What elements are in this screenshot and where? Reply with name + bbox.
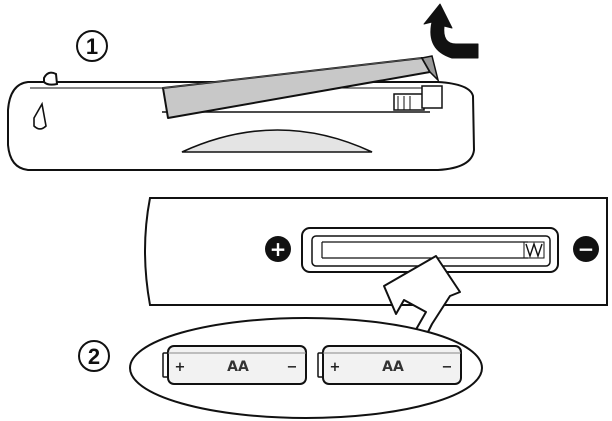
minus-icon: −: [573, 236, 599, 262]
step-2-number: 2: [88, 344, 100, 369]
battery-2-plus: +: [330, 360, 341, 375]
step-2-badge: 2: [78, 340, 110, 372]
bottom-window: [181, 129, 373, 153]
spring-contact-icon: [523, 241, 545, 259]
battery-2-minus: −: [442, 360, 453, 375]
step-1-number: 1: [86, 34, 98, 59]
battery-1-minus: −: [287, 360, 298, 375]
positive-symbol: +: [270, 237, 287, 261]
battery-2-type: AA: [382, 359, 404, 375]
battery-1-type: AA: [227, 359, 249, 375]
battery-1-plus: +: [175, 360, 186, 375]
curved-arrow-icon: [423, 3, 479, 59]
side-mark-icon: [33, 101, 47, 130]
latch: [393, 85, 443, 111]
battery-compartment: [301, 227, 559, 273]
step-1-badge: 1: [76, 30, 108, 62]
negative-symbol: −: [578, 237, 595, 261]
ir-emitter-icon: [43, 71, 59, 86]
battery-1: + AA −: [162, 345, 307, 385]
plus-icon: +: [265, 236, 291, 262]
step-1: 1: [7, 3, 479, 171]
step-2: + − 2 + AA − +: [78, 197, 608, 419]
battery-2: + AA −: [317, 345, 462, 385]
battery-cover: [162, 55, 440, 119]
remote-side-view: [7, 71, 476, 171]
